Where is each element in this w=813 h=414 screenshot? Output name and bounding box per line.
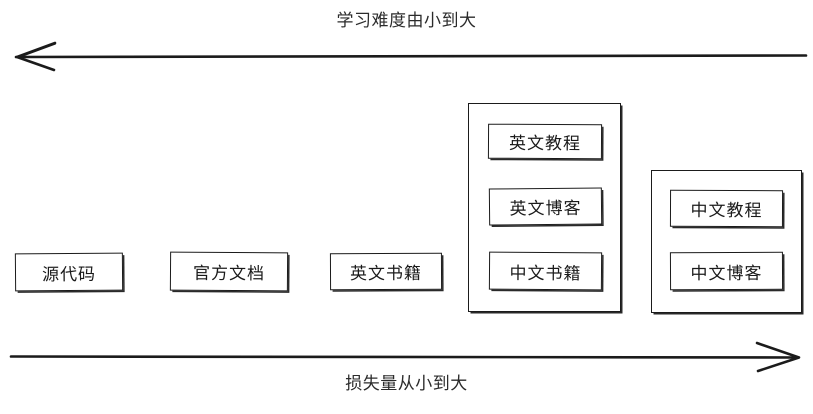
top-arrow-left: [14, 41, 808, 72]
node-chinese-blog[interactable]: 中文博客: [669, 251, 784, 291]
node-chinese-books[interactable]: 中文书籍: [488, 251, 603, 291]
node-label: 中文博客: [690, 263, 763, 284]
bottom-axis-caption: 损失量从小到大: [345, 374, 468, 394]
node-label: 英文教程: [508, 133, 582, 155]
node-english-blog[interactable]: 英文博客: [488, 187, 603, 226]
node-source-code[interactable]: 源代码: [14, 252, 124, 292]
node-label: 官方文档: [192, 263, 266, 285]
node-label: 英文博客: [509, 198, 582, 220]
bottom-arrow-right: [9, 341, 801, 373]
node-english-tutorial[interactable]: 英文教程: [487, 123, 603, 160]
node-label: 源代码: [41, 264, 97, 285]
node-label: 中文教程: [690, 200, 763, 222]
node-label: 中文书籍: [509, 263, 582, 284]
node-official-docs[interactable]: 官方文档: [169, 251, 289, 292]
node-chinese-tutorial[interactable]: 中文教程: [669, 189, 784, 228]
node-english-books[interactable]: 英文书籍: [329, 252, 443, 291]
top-axis-caption: 学习难度由小到大: [336, 11, 477, 31]
node-label: 英文书籍: [349, 263, 423, 285]
